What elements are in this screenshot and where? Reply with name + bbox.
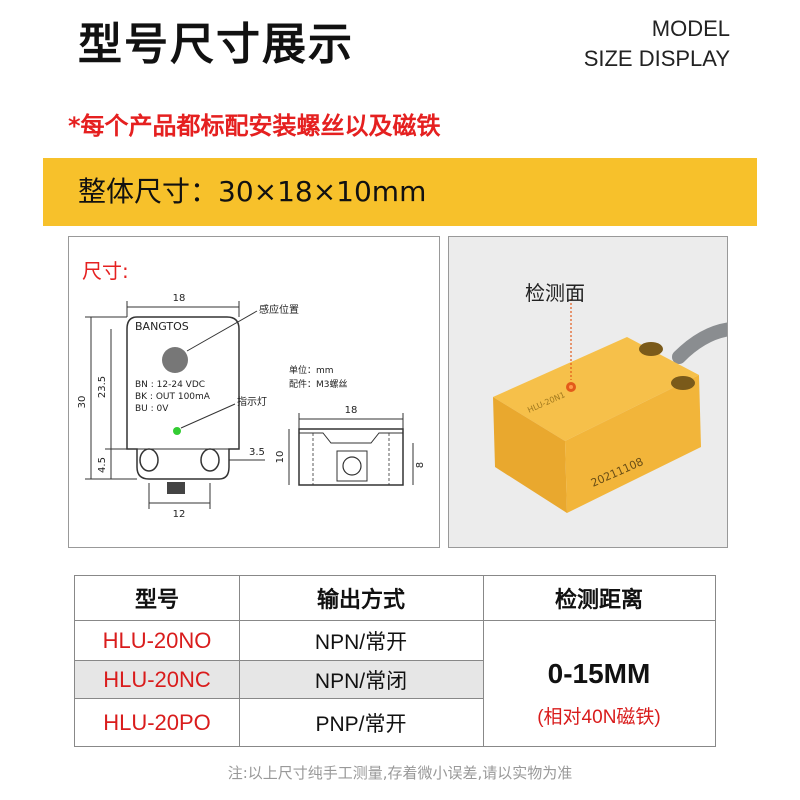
dimension-title: 尺寸: (82, 259, 129, 283)
row-highlight (75, 660, 483, 698)
mounting-hole-left (139, 448, 159, 472)
overall-size-text: 整体尺寸：30×18×10mm (78, 175, 427, 208)
table-row-output: NPN/常开 (314, 630, 408, 654)
table-row-model: HLU-20NC (103, 666, 211, 692)
sensor-side-outline (298, 428, 404, 486)
header-output: 输出方式 (316, 587, 405, 612)
detection-range-value: 0-15MM (547, 658, 651, 689)
unit-line: 单位：mm (289, 364, 334, 376)
product-photo: HLU-20N1 20211108 检测面 (448, 236, 728, 548)
mounting-hole-right (200, 448, 220, 472)
spec-bk: BK : OUT 100mA (135, 392, 211, 402)
footnote: 注:以上尺寸纯手工测量,存着微小误差,请以实物为准 (227, 764, 573, 782)
accessory-notice: *每个产品都标配安装螺丝以及磁铁 (68, 112, 441, 140)
dim-hole-offset: 3.5 (249, 447, 265, 458)
table-row-model: HLU-20NO (102, 627, 212, 653)
header-range: 检测距离 (554, 587, 643, 612)
english-subtitle: MODEL SIZE DISPLAY (584, 14, 730, 74)
detection-surface-label: 检测面 (525, 281, 585, 305)
indicator-label: 指示灯 (237, 395, 267, 408)
dimension-diagram: 尺寸: (68, 236, 440, 548)
product-illustration: HLU-20N1 20211108 (493, 299, 727, 513)
model-table: 型号 输出方式 检测距离 HLU-20NO NPN/常开 HLU-20NC NP… (74, 575, 716, 747)
table-row-output: NPN/常闭 (314, 669, 408, 693)
brand-label: BANGTOS (135, 320, 189, 333)
table-row-model: HLU-20PO (103, 709, 211, 735)
dim-hole-spacing: 12 (173, 509, 186, 520)
spec-bu: BU : 0V (135, 404, 169, 414)
dim-side-inner: 8 (415, 462, 426, 468)
spec-bn: BN : 12-24 VDC (135, 380, 205, 390)
dim-height-upper: 23.5 (97, 376, 108, 398)
sensing-position-mark (162, 347, 188, 373)
detection-range-note: (相对40N磁铁) (537, 706, 661, 728)
indicator-led (173, 427, 181, 435)
accessory-line: 配件：M3螺丝 (289, 378, 348, 390)
cable-stub (167, 482, 185, 494)
sensor-front-outline (126, 316, 240, 480)
page-title: 型号尺寸展示 (78, 19, 354, 70)
dim-side-width: 18 (345, 405, 358, 416)
subtitle-line-model: MODEL (651, 16, 730, 41)
overall-size-bar (43, 158, 757, 226)
sensor-cable (672, 322, 727, 364)
dimension-drawing: 18 BANGTOS 感应位置 单位：mm 配件：M3螺丝 BN : 12-24… (77, 293, 426, 520)
photo-hole-right (671, 376, 695, 390)
dim-height-total: 30 (77, 396, 88, 409)
dim-width-top: 18 (173, 293, 186, 304)
table-row-output: PNP/常开 (315, 712, 407, 736)
header-model: 型号 (134, 587, 179, 612)
subtitle-line-size-display: SIZE DISPLAY (583, 46, 730, 71)
dim-height-lower: 4.5 (97, 457, 108, 473)
sensor-position-label: 感应位置 (259, 303, 299, 316)
photo-hole-left (639, 342, 663, 356)
dim-side-height: 10 (275, 451, 286, 464)
